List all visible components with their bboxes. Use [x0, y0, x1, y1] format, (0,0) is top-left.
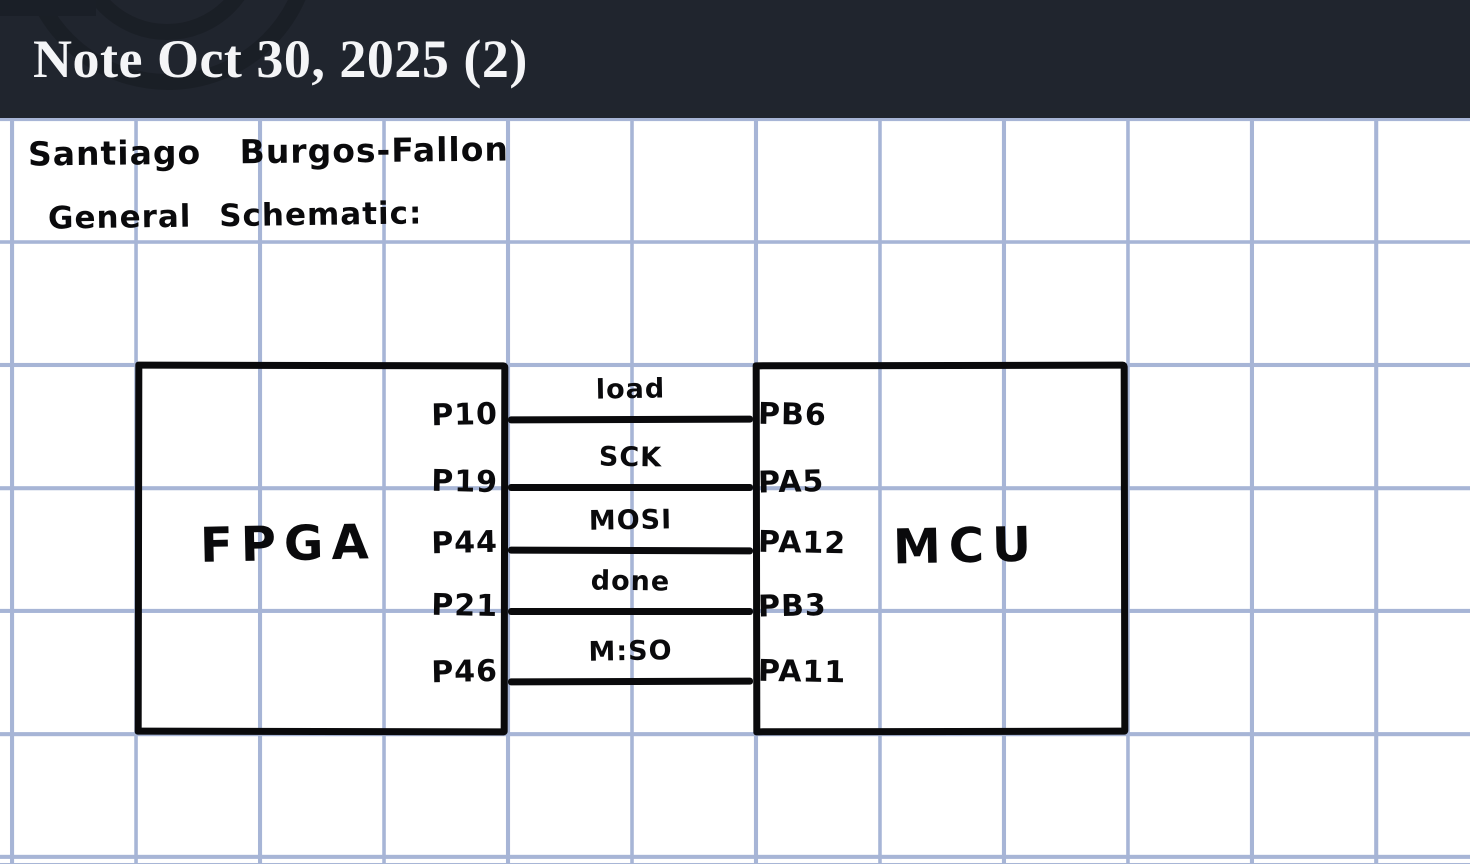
handwritten-heading-line: General Schematic:: [47, 195, 423, 237]
mcu-pin-pb3: PB3: [757, 588, 828, 625]
fpga-pin-p19: P19: [430, 463, 499, 500]
wire-sck: [508, 484, 753, 491]
note-title-bar: Note Oct 30, 2025 (2): [0, 0, 1470, 118]
wire-label-mosi: MOSI: [588, 504, 673, 537]
mcu-pin-pa12: PA12: [757, 524, 847, 562]
fpga-pin-p10: P10: [430, 396, 499, 434]
wire-label-miso: M:SO: [588, 635, 673, 668]
wire-load: [507, 415, 754, 424]
fpga-pin-p44: P44: [430, 524, 499, 562]
mcu-block-label: MCU: [892, 516, 1040, 576]
wire-label-done: done: [590, 565, 671, 598]
fpga-block-label: FPGA: [199, 514, 378, 574]
titlebar-corner-accent: [0, 0, 96, 16]
wire-mosi: [507, 546, 754, 555]
wire-label-sck: SCK: [598, 441, 663, 474]
note-title: Note Oct 30, 2025 (2): [33, 29, 528, 89]
handwritten-author-line: Santiago Burgos-Fallon: [27, 129, 510, 174]
fpga-pin-p46: P46: [430, 653, 499, 691]
mcu-pin-pb6: PB6: [757, 396, 828, 433]
wire-done: [508, 608, 753, 615]
note-drawing-canvas[interactable]: Santiago Burgos-Fallon General Schematic…: [0, 118, 1470, 864]
wire-miso: [507, 677, 754, 686]
fpga-pin-p21: P21: [430, 587, 499, 624]
mcu-pin-pa5: PA5: [757, 464, 825, 501]
wire-label-load: load: [595, 373, 666, 406]
mcu-pin-pa11: PA11: [757, 653, 847, 691]
